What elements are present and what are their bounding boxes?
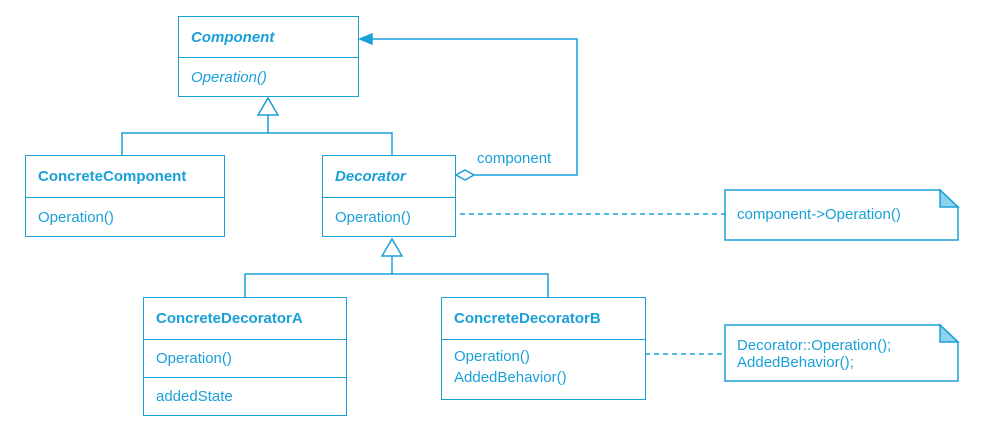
aggregation-arrowhead [358,32,373,46]
association-label: component [477,150,552,167]
class-decorator-name: Decorator [335,168,406,185]
inheritance-line-component [121,115,393,155]
class-concrete-decorator-b-added-behavior: AddedBehavior() [454,369,567,386]
note-fold-decorator [939,188,960,208]
class-concrete-component: ConcreteComponent Operation() [25,155,225,237]
class-decorator-operation: Operation() [323,197,455,236]
note-outline-concrete-b [724,324,959,382]
note-concrete-b: Decorator::Operation(); AddedBehavior(); [727,337,937,371]
class-concrete-component-operation: Operation() [26,197,224,236]
note-decorator-line: component->Operation() [737,206,901,223]
class-component: Component Operation() [178,16,359,97]
class-decorator: Decorator Operation() [322,155,456,237]
class-concrete-decorator-b-name: ConcreteDecoratorB [454,310,601,327]
aggregation-diamond [454,169,476,181]
note-concrete-b-line-1: Decorator::Operation(); [737,337,892,354]
class-concrete-decorator-a-attribute: addedState [144,377,346,415]
class-concrete-decorator-b-operations: Operation() AddedBehavior() [442,339,645,388]
class-concrete-decorator-a-operation: Operation() [144,339,346,377]
class-concrete-component-name: ConcreteComponent [38,168,187,185]
class-concrete-decorator-a-name: ConcreteDecoratorA [156,310,303,327]
note-decorator: component->Operation() [727,206,937,223]
inheritance-triangle-decorator [380,237,404,257]
aggregation-line [372,38,578,176]
class-component-name: Component [191,28,275,46]
inheritance-line-decorator [244,256,549,297]
class-component-operation: Operation() [179,57,358,96]
note-concrete-b-line-2: AddedBehavior(); [737,354,854,371]
inheritance-triangle-component [256,96,280,116]
class-concrete-decorator-a: ConcreteDecoratorA Operation() addedStat… [143,297,347,416]
class-concrete-decorator-b: ConcreteDecoratorB Operation() AddedBeha… [441,297,646,400]
note-outline-decorator [724,189,959,241]
note-fold-concrete-b [939,323,960,343]
class-concrete-decorator-b-operation: Operation() [454,348,530,365]
